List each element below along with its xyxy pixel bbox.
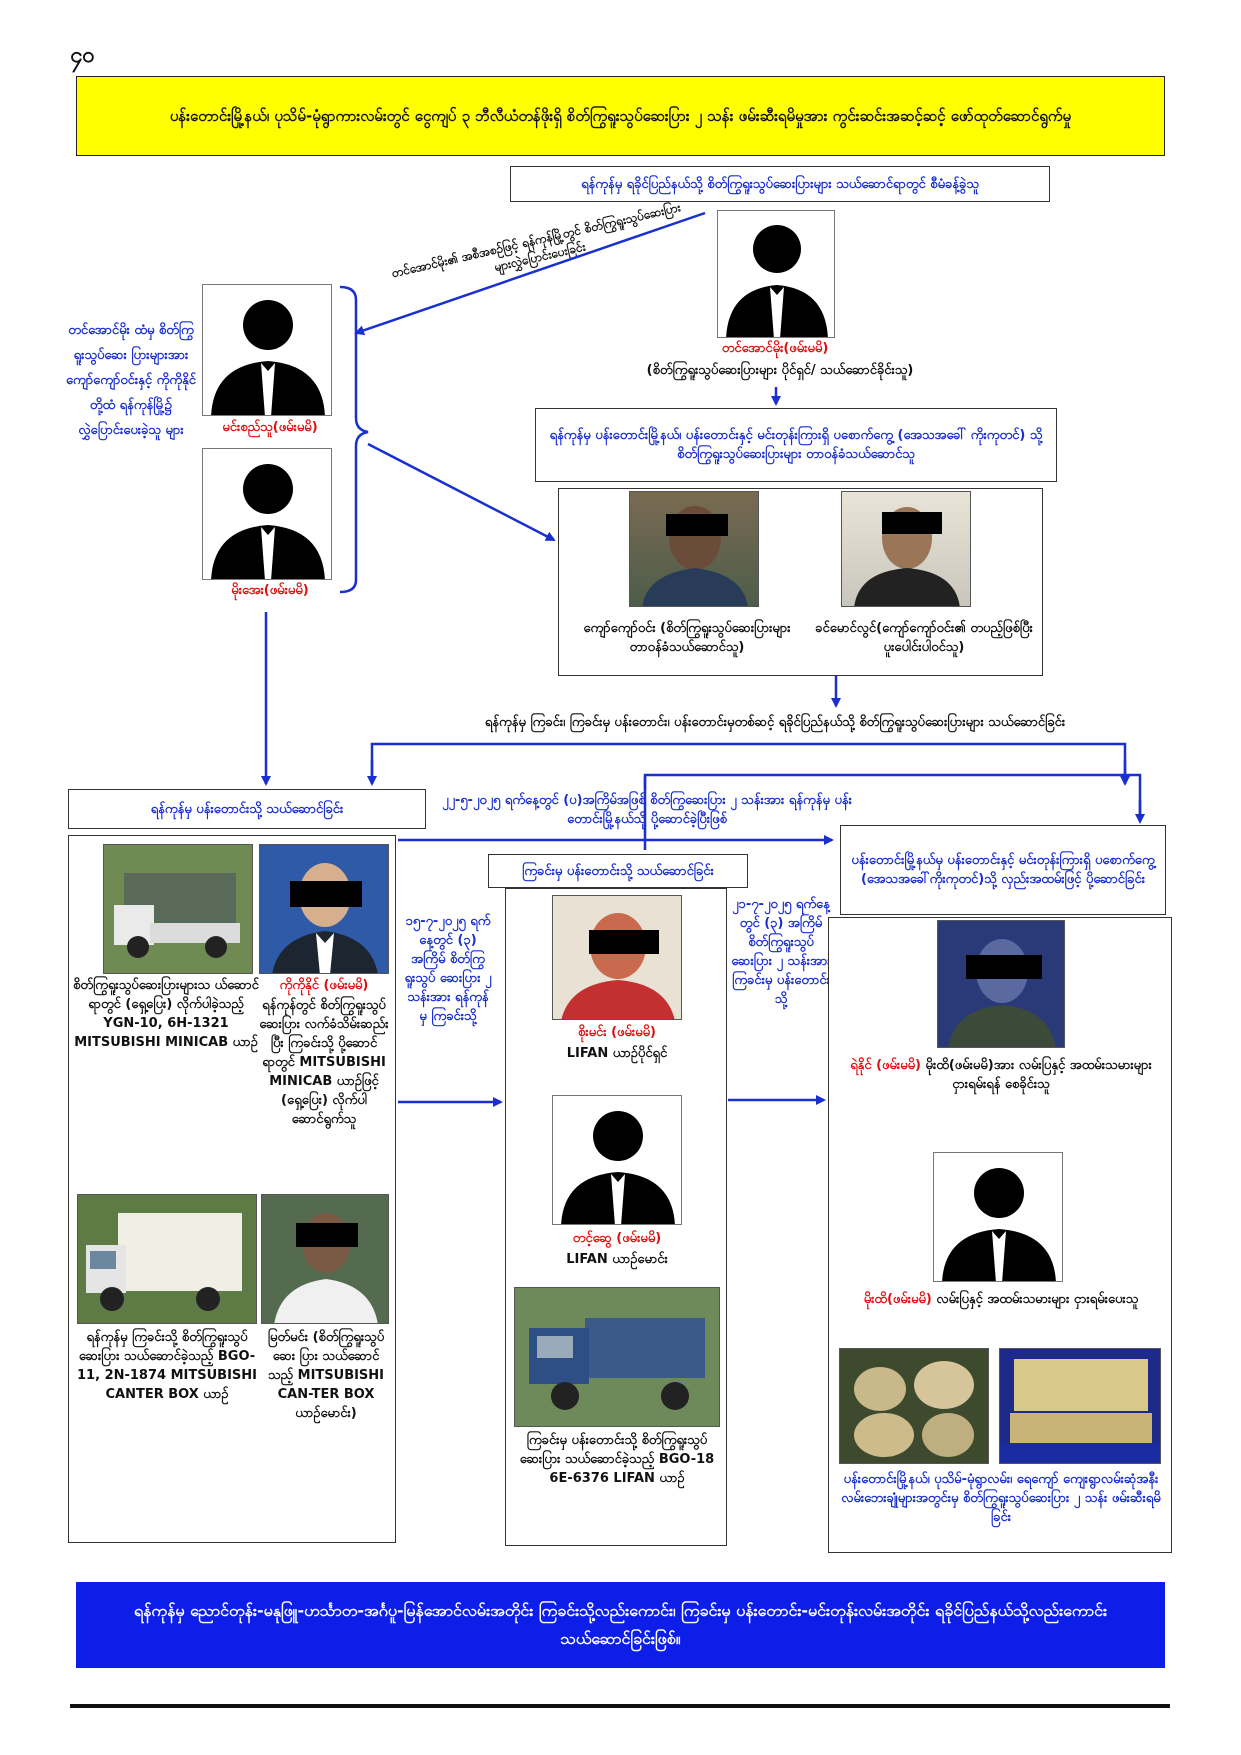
col3-person2-name: မိုးထိ(ဖမ်းမမိ) (863, 1292, 932, 1307)
col1-person1-photo (259, 844, 389, 974)
main-suspect-role: (စိတ်ကြွရူးသွပ်ဆေးပြားများ ပိုင်ရှင်/ သယ… (646, 363, 914, 378)
seizure-caption: ပန်းတောင်းမြို့နယ်၊ ပုသိမ်-မုံရွာလမ်း၊ ရ… (841, 1472, 1161, 1525)
col2-person1-desc: LIFAN ယာဉ်ပိုင်ရှင် (566, 1046, 668, 1061)
diag-arrow-label: တင်အောင်မိုး၏ အစီအစဉ်ဖြင့် ရန်ကုန်မြို့တ… (390, 200, 682, 281)
left-person-1-photo (202, 284, 332, 416)
top-header: ရန်ကုန်မှ ရခိုင်ပြည်နယ်သို့ စိတ်ကြွရူးသွ… (510, 166, 1050, 202)
col3-person2-desc-text: လမ်းပြနှင့် အထမ်းသမားများ ငှားရမ်းပေးသူ (936, 1292, 1139, 1307)
col3-header: ပန်းတောင်းမြို့နယ်မှ ပန်းတောင်းနှင့် မင်… (840, 825, 1166, 915)
transport-person-2-caption: ခင်မောင်လွင်(ကျော်ကျော်ဝင်း၏ တပည့်ဖြစ်ပြ… (815, 621, 1033, 655)
col3-person1-desc-text: မိုးထိ(ဖမ်းမမိ)အား လမ်းပြနှင့် အထမ်းသမား… (925, 1058, 1152, 1092)
transport-person-1-caption: ကျော်ကျော်ဝင်း (စိတ်ကြွရူးသွပ်ဆေးပြားမျာ… (583, 621, 791, 655)
col1-person1-name: ကိုကိုနိုင် (ဖမ်းမမိ) (279, 978, 369, 993)
col1-person1-desc: ရန်ကုန်တွင် စိတ်ကြွရူးသွပ်ဆေးပြား လက်ခံသ… (259, 998, 389, 1127)
arrow1-label: ၁၅-၇-၂၀၂၅ ရက်နေ့တွင် (၃) အကြိမ် စိတ်ကြွရ… (404, 914, 492, 1024)
mid-arrow-label: ၂၂-၅-၂၀၂၅ ရက်နေ့တွင် (ပ)အကြိမ်အဖြစ် စိတ်… (442, 793, 852, 827)
person-silhouette-icon (942, 1168, 1056, 1281)
col3-person1-desc: ရဲနိုင် (ဖမ်းမမိ) မိုးထိ(ဖမ်းမမိ)အား လမ်… (837, 1056, 1165, 1094)
col1-box: စိတ်ကြွရူးသွပ်ဆေးပြားများသ ယ်ဆောင်ရာတွင်… (68, 835, 396, 1543)
col2-truck-photo (514, 1287, 720, 1427)
truck2-caption: ရန်ကုန်မှ ကြခင်းသို့ စိတ်ကြွရူးသွပ်ဆေးပြ… (77, 1330, 257, 1402)
col2-box: စိုးမင်း (ဖမ်းမမိ) LIFAN ယာဉ်ပိုင်ရှင် တ… (505, 888, 727, 1546)
col2-header: ကြခင်းမှ ပန်းတောင်းသို့ သယ်ဆောင်ခြင်း (488, 854, 748, 888)
col1-person2-desc: မြတ်မင်း (စိတ်ကြွရူးသွပ်ဆေး ပြား သယ်ဆောင… (267, 1330, 385, 1421)
transport-person-1-photo (629, 491, 759, 607)
truck1-caption: စိတ်ကြွရူးသွပ်ဆေးပြားများသ ယ်ဆောင်ရာတွင်… (73, 978, 259, 1050)
truck2-photo (77, 1194, 257, 1324)
seizure-photo-1 (839, 1348, 989, 1464)
seizure-photo-2 (999, 1348, 1161, 1464)
person-silhouette-icon (211, 300, 325, 415)
main-suspect-photo (717, 210, 835, 338)
main-suspect-name: တင်အောင်မိုး(ဖမ်းမမိ) (721, 341, 829, 356)
col2-person2-name: တင့်ဆွေ (ဖမ်းမမိ) (572, 1231, 662, 1246)
transport-person-2-photo (841, 491, 971, 607)
col2-truck-caption: ကြခင်းမှ ပန်းတောင်းသို့ စိတ်ကြွရူးသွပ်ဆေ… (519, 1433, 715, 1486)
col1-person2-photo (261, 1194, 389, 1324)
person-silhouette-icon (726, 225, 828, 337)
footer-banner: ရန်ကုန်မှ ညောင်တုန်း-မနုဖြူ-ဟင်္သာတ-အင်္… (76, 1582, 1165, 1668)
col3-person2-photo (933, 1152, 1063, 1282)
col3-person1-name: ရဲနိုင် (ဖမ်းမမိ) (850, 1058, 921, 1073)
bottom-rule (70, 1704, 1170, 1708)
person-silhouette-icon (211, 464, 325, 579)
left-person-2-photo (202, 448, 332, 580)
page-number: ၄၀ (70, 43, 95, 68)
route-text: ရန်ကုန်မှ ကြခင်း၊ ကြခင်းမှ ပန်းတောင်း၊ ပ… (484, 715, 1066, 730)
left-person-1-name: မင်းစည်သူ(ဖမ်းမမိ) (222, 420, 318, 435)
truck1-photo (103, 844, 253, 974)
col2-person2-desc: LIFAN ယာဉ်မောင်း (566, 1252, 668, 1267)
left-note: တင်အောင်မိုး ထံမှ စိတ်ကြွရူးသွပ်ဆေး ပြား… (66, 323, 196, 438)
transport-persons-box: ကျော်ကျော်ဝင်း (စိတ်ကြွရူးသွပ်ဆေးပြားမျာ… (558, 488, 1043, 676)
transport-header: ရန်ကုန်မှ ပန်းတောင်းမြို့နယ်၊ ပန်းတောင်း… (535, 408, 1057, 482)
arrow2-label: ၂၁-၇-၂၀၂၅ ရက်နေ့တွင် (၃) အကြိမ် စိတ်ကြွရ… (731, 897, 831, 1007)
person-silhouette-icon (561, 1111, 675, 1224)
col3-box: ရဲနိုင် (ဖမ်းမမိ) မိုးထိ(ဖမ်းမမိ)အား လမ်… (828, 917, 1172, 1553)
page-title: ပန်းတောင်းမြို့နယ်၊ ပုသိမ်-မုံရွာကားလမ်း… (76, 76, 1165, 156)
col3-person1-photo (937, 920, 1065, 1048)
col2-person1-name: စိုးမင်း (ဖမ်းမမိ) (578, 1025, 656, 1040)
col2-person2-photo (552, 1095, 682, 1225)
col1-header: ရန်ကုန်မှ ပန်းတောင်းသို့ သယ်ဆောင်ခြင်း (68, 789, 426, 829)
left-person-2-name: မိုးအေး(ဖမ်းမမိ) (231, 583, 309, 598)
col2-person1-photo (552, 895, 682, 1020)
col3-person2-desc: မိုးထိ(ဖမ်းမမိ) လမ်းပြနှင့် အထမ်းသမားမျာ… (837, 1290, 1165, 1309)
